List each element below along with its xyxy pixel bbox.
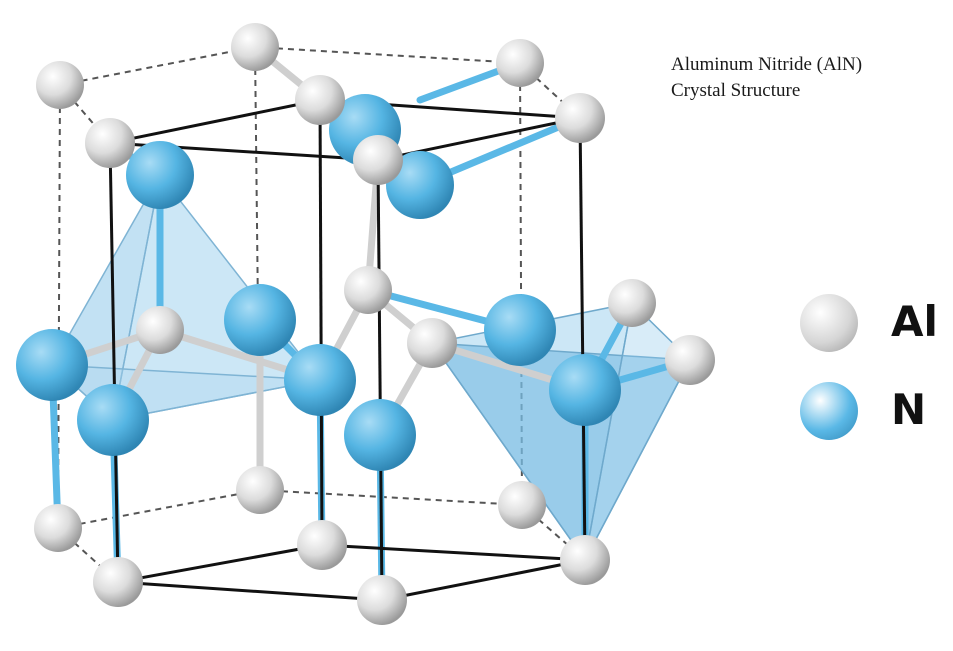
al-atom (407, 318, 457, 368)
n-atom (77, 384, 149, 456)
al-atom (344, 266, 392, 314)
title-line-2: Crystal Structure (671, 80, 801, 101)
al-atom (297, 520, 347, 570)
al-atom (498, 481, 546, 529)
al-atom (93, 557, 143, 607)
al-swatch-icon (800, 294, 858, 352)
n-atom (284, 344, 356, 416)
n-atom (126, 141, 194, 209)
al-atom (496, 39, 544, 87)
title-line-1: Aluminum Nitride (AlN) (671, 54, 863, 75)
al-atom (236, 466, 284, 514)
legend-item-n: N (798, 380, 948, 444)
al-atom (231, 23, 279, 71)
legend-item-al: Al (798, 292, 948, 356)
n-atom (16, 329, 88, 401)
al-atom (295, 75, 345, 125)
n-atom (549, 354, 621, 426)
al-atom (36, 61, 84, 109)
al-atom (560, 535, 610, 585)
diagram-title: Aluminum Nitride (AlN) Crystal Structure (671, 52, 862, 104)
n-atom (484, 294, 556, 366)
al-atom (136, 306, 184, 354)
n-atom (224, 284, 296, 356)
al-atom (357, 575, 407, 625)
n-atom (386, 151, 454, 219)
al-atom (555, 93, 605, 143)
legend-label-n: N (891, 385, 927, 434)
al-atom (353, 135, 403, 185)
al-atom (608, 279, 656, 327)
al-atom (665, 335, 715, 385)
n-swatch-icon (800, 382, 858, 440)
n-atom (344, 399, 416, 471)
right-tetrahedron (430, 301, 692, 562)
al-atom (85, 118, 135, 168)
al-atom (34, 504, 82, 552)
legend-label-al: Al (891, 297, 938, 346)
legend: Al N (798, 292, 948, 452)
